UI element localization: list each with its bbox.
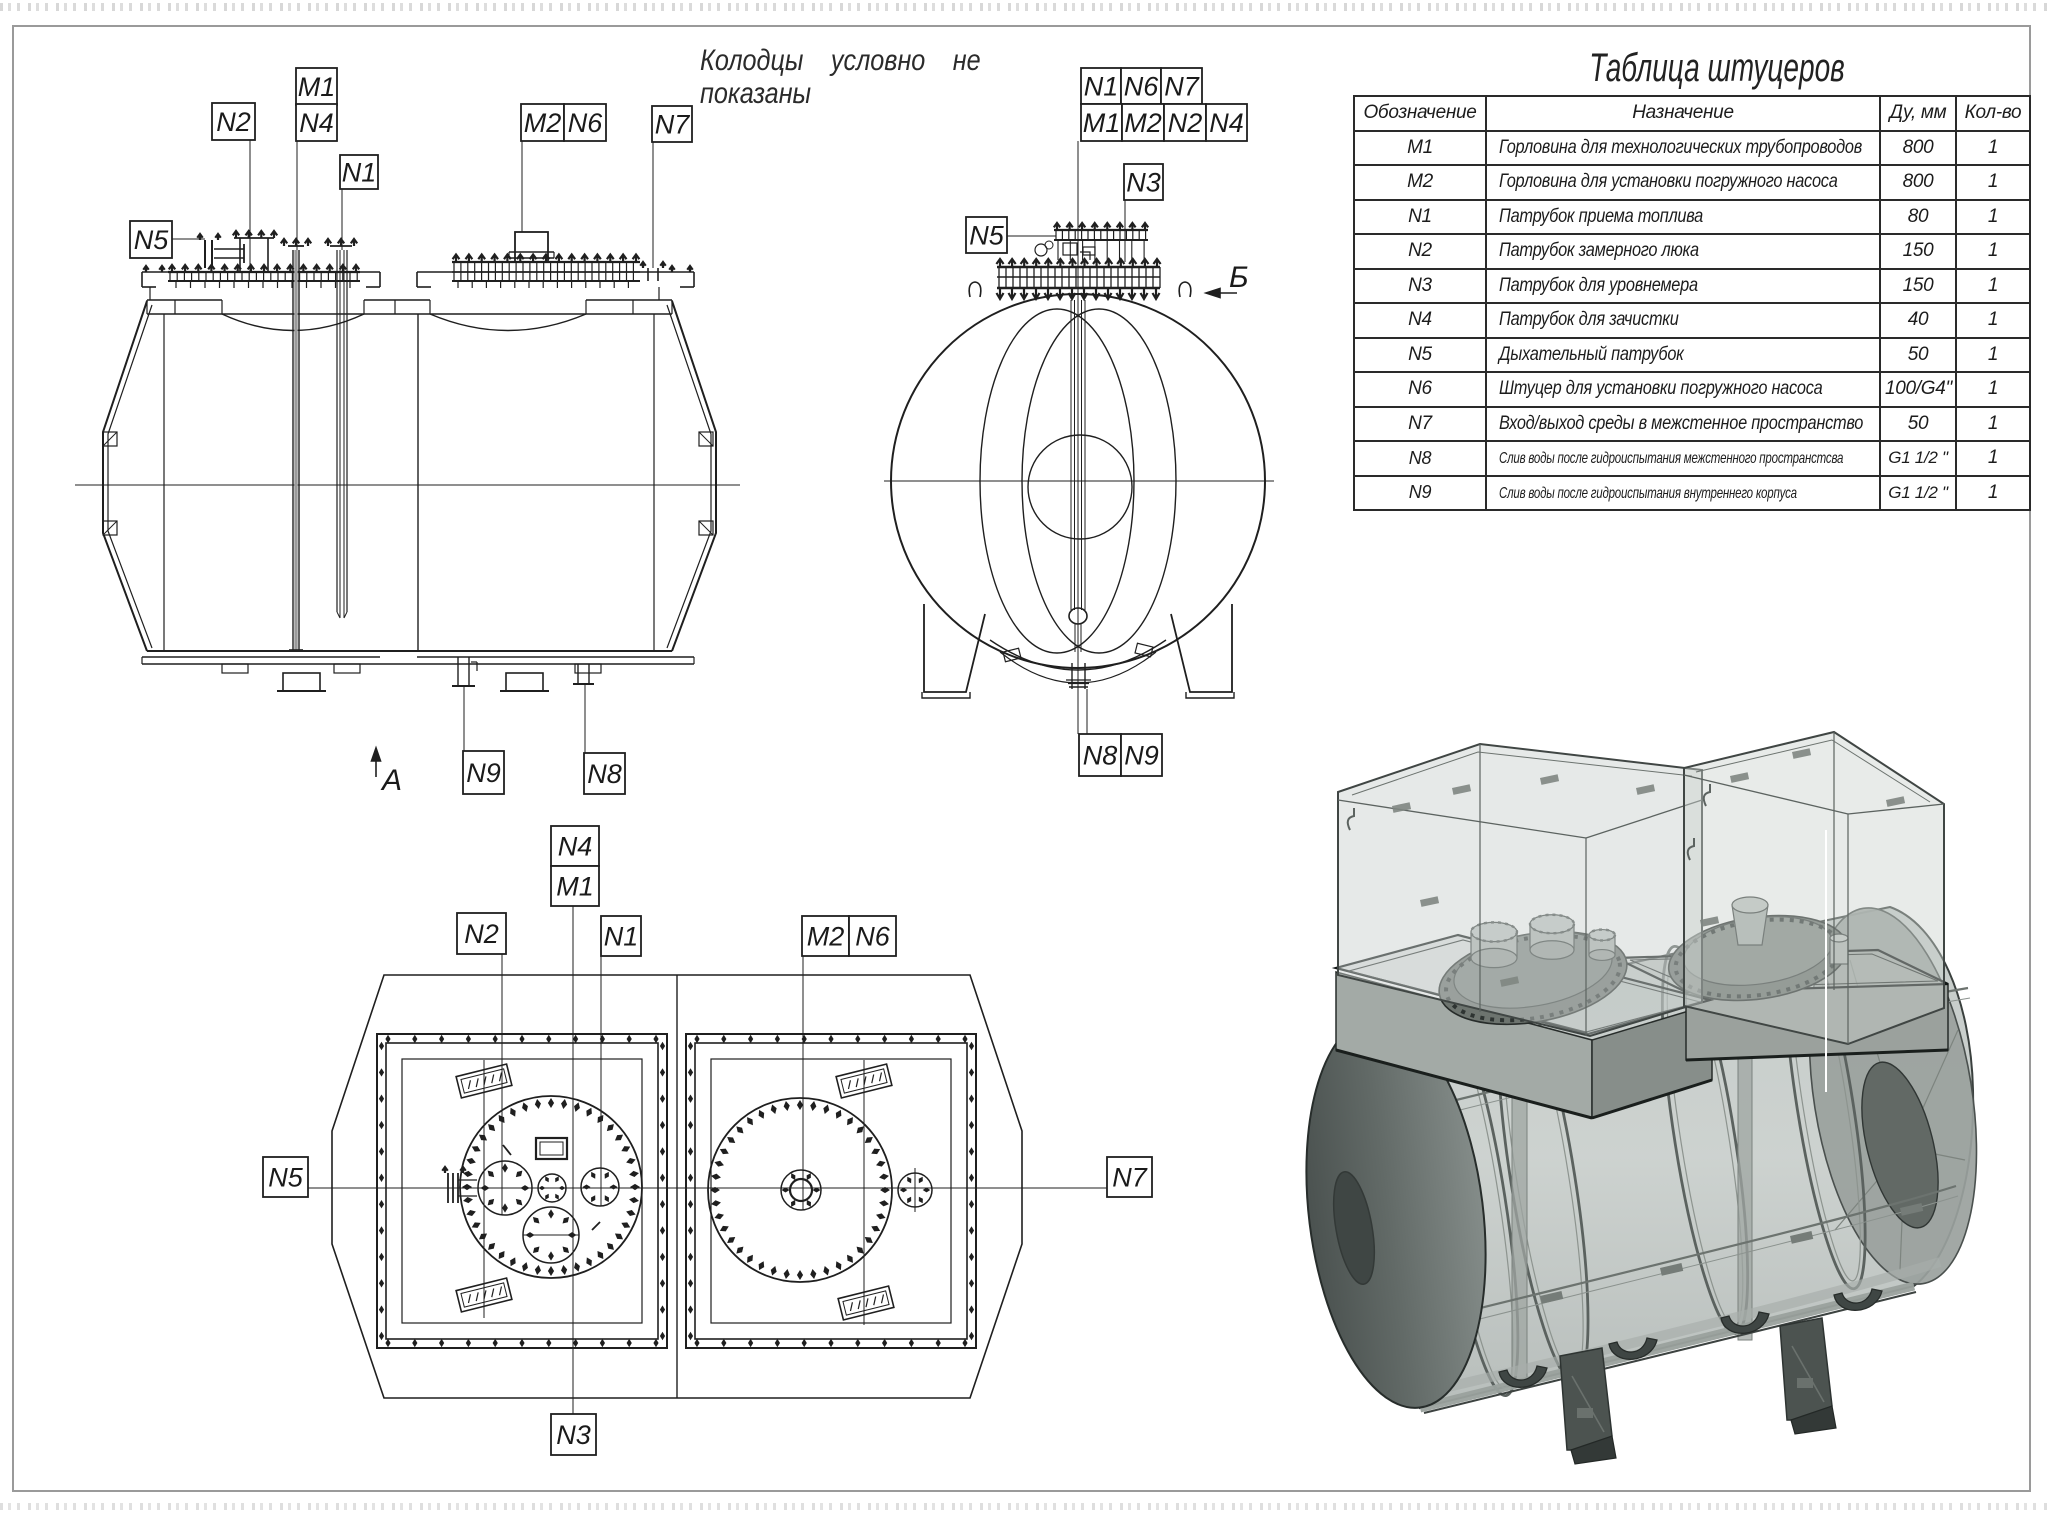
svg-text:N5: N5 xyxy=(268,1162,303,1192)
svg-text:N3: N3 xyxy=(1126,167,1161,197)
svg-text:N2: N2 xyxy=(1168,108,1203,138)
svg-text:N9: N9 xyxy=(1124,740,1159,770)
svg-text:М1: М1 xyxy=(298,72,336,102)
svg-text:А: А xyxy=(380,764,402,797)
svg-text:N7: N7 xyxy=(1112,1162,1147,1192)
svg-text:N9: N9 xyxy=(466,758,501,788)
svg-text:М1: М1 xyxy=(1083,108,1121,138)
svg-text:N1: N1 xyxy=(604,921,639,951)
svg-text:N2: N2 xyxy=(216,107,251,137)
svg-text:М2: М2 xyxy=(807,921,845,951)
svg-text:N8: N8 xyxy=(1083,740,1118,770)
svg-text:N8: N8 xyxy=(587,759,622,789)
svg-text:N7: N7 xyxy=(1164,71,1199,101)
svg-text:N1: N1 xyxy=(342,157,377,187)
svg-text:N7: N7 xyxy=(655,109,690,139)
svg-text:М1: М1 xyxy=(556,871,594,901)
svg-text:N4: N4 xyxy=(299,108,334,138)
svg-text:N6: N6 xyxy=(568,108,603,138)
svg-text:N5: N5 xyxy=(134,225,169,255)
svg-text:N5: N5 xyxy=(969,220,1004,250)
svg-text:N6: N6 xyxy=(855,921,890,951)
svg-text:N3: N3 xyxy=(556,1420,591,1450)
svg-text:N2: N2 xyxy=(464,919,499,949)
svg-text:N1: N1 xyxy=(1084,71,1119,101)
svg-text:М2: М2 xyxy=(524,108,562,138)
svg-text:N4: N4 xyxy=(558,831,593,861)
svg-text:N6: N6 xyxy=(1124,71,1159,101)
svg-text:N4: N4 xyxy=(1209,108,1244,138)
svg-text:Б: Б xyxy=(1229,261,1249,294)
svg-text:М2: М2 xyxy=(1124,108,1162,138)
